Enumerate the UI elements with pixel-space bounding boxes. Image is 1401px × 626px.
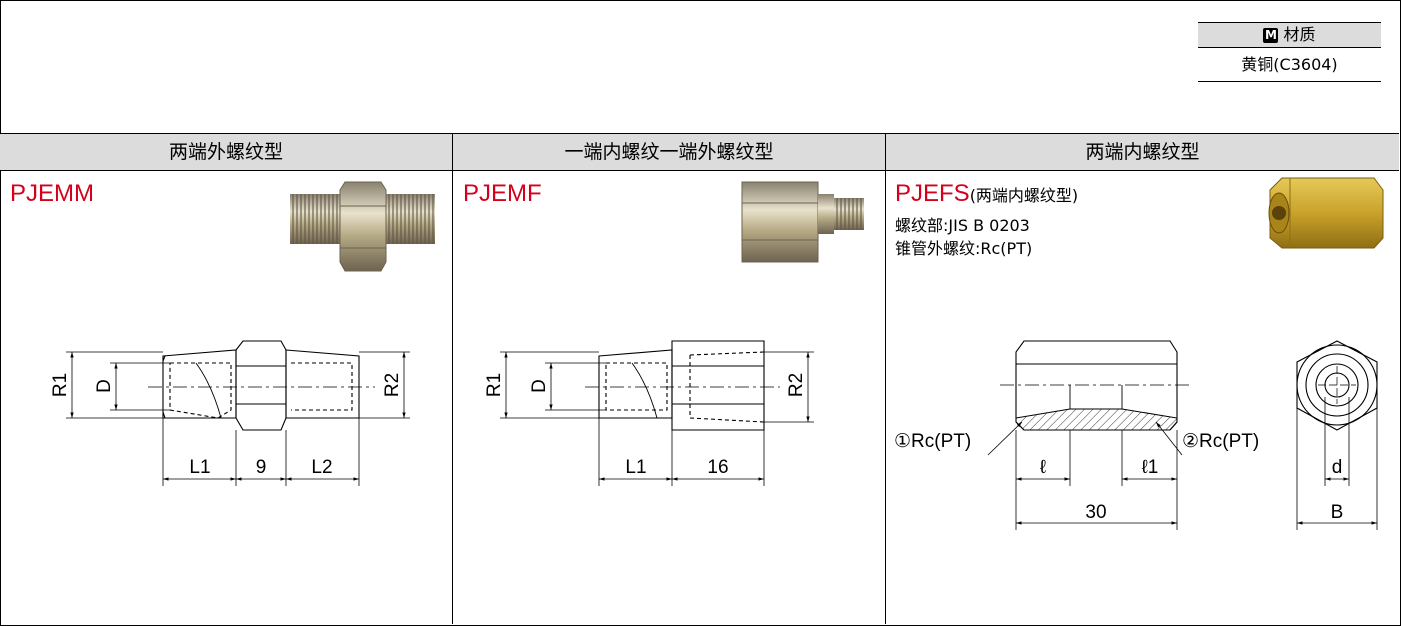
column-divider (452, 133, 453, 624)
taper-thread-note: 锥管外螺纹:Rc(PT) (895, 239, 1033, 258)
pjemf-r1-label: R1 (484, 373, 505, 397)
pjefs-side-drawing (987, 340, 1192, 530)
pjefs-end-drawing (1296, 340, 1378, 530)
pjemm-r1-label: R1 (50, 373, 71, 397)
column-header-pjefs: 两端内螺纹型 (886, 133, 1399, 171)
pjefs-d-label: d (1332, 457, 1343, 478)
pjemm-d-label: D (94, 379, 115, 393)
product-code-pjemf: PJEMF (463, 180, 542, 207)
pjemm-drawing (66, 340, 410, 486)
pjefs-rc2-label: ②Rc(PT) (1182, 431, 1259, 452)
pjemm-r2-label: R2 (382, 373, 403, 397)
material-header: M 材质 (1198, 23, 1381, 48)
column-header-pjemm: 两端外螺纹型 (0, 133, 452, 171)
pjemm-l2-label: L2 (311, 457, 332, 478)
hex-coupling-photo (1268, 177, 1384, 249)
hex-nipple-photo (290, 181, 435, 272)
pjefs-total-label: 30 (1085, 502, 1106, 523)
pjefs-l-label: ℓ (1040, 457, 1046, 478)
pjefs-code-suffix: (两端内螺纹型) (969, 186, 1079, 205)
material-label: 材质 (1283, 25, 1316, 44)
pjemf-d-label: D (529, 379, 550, 393)
material-value: 黄铜(C3604) (1241, 55, 1338, 74)
pjefs-code: PJEFS (895, 180, 970, 207)
pjemf-r2-label: R2 (786, 373, 807, 397)
column-header-pjemf: 一端内螺纹一端外螺纹型 (453, 133, 885, 171)
pjemf-mid-label: 16 (707, 457, 728, 478)
material-table: M 材质 黄铜(C3604) (1198, 22, 1381, 82)
pjefs-rc1-label: ①Rc(PT) (894, 431, 971, 452)
pjemm-l1-label: L1 (189, 457, 210, 478)
pjefs-b-label: B (1331, 502, 1344, 523)
material-badge: M (1263, 28, 1279, 43)
product-code-pjemm: PJEMM (10, 180, 94, 207)
pjefs-l1-label: ℓ1 (1142, 457, 1159, 478)
pjemf-l1-label: L1 (625, 457, 646, 478)
pjemf-drawing (500, 340, 814, 486)
thread-standard-note: 螺纹部:JIS B 0203 (895, 216, 1030, 235)
product-code-pjefs: PJEFS(两端内螺纹型) (895, 180, 1078, 208)
column-divider (885, 133, 886, 624)
reducer-adapter-photo (741, 181, 864, 263)
pjemm-mid-label: 9 (256, 457, 267, 478)
